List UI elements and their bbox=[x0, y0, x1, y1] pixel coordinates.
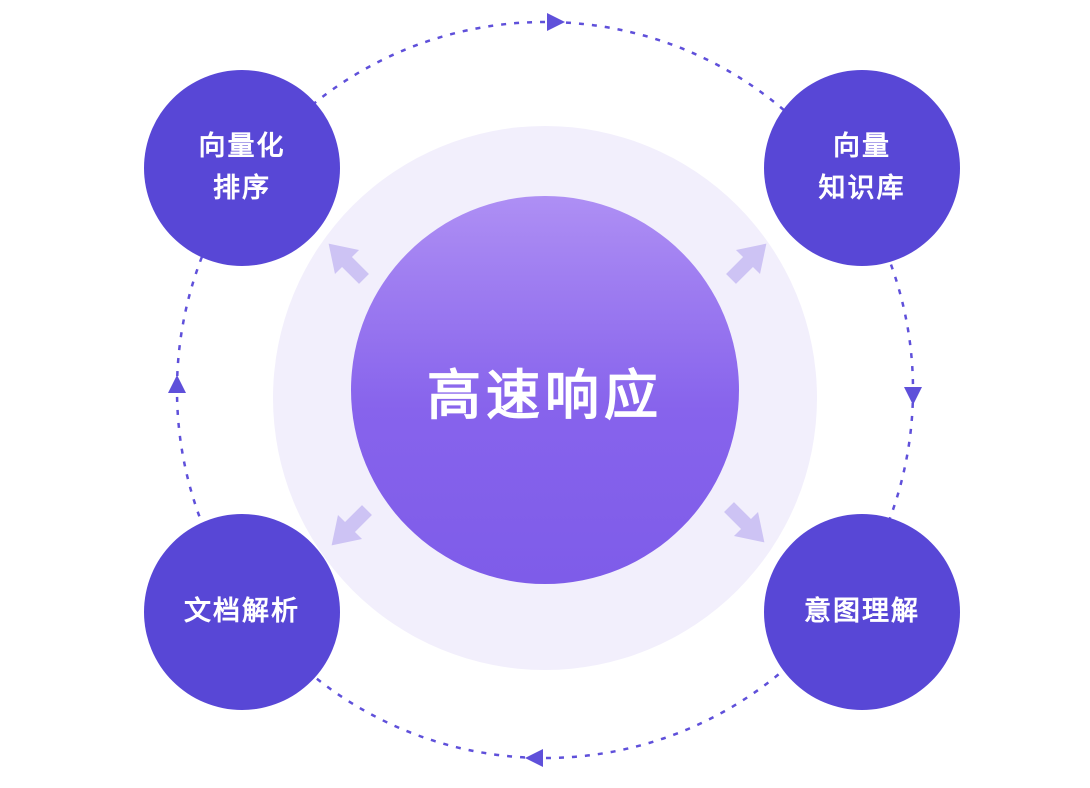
rotation-arrowhead-left-icon bbox=[168, 375, 186, 393]
center-node-label: 高速响应 bbox=[427, 363, 663, 427]
node-label-line: 意图理解 bbox=[804, 596, 920, 628]
rotation-arrowhead-top-icon bbox=[547, 13, 565, 31]
center-node: 高速响应 bbox=[351, 196, 739, 584]
node-label-line: 向量化 bbox=[198, 131, 286, 163]
rotation-arrowhead-bottom-icon bbox=[525, 749, 543, 767]
outward-arrow-bottom-right-icon bbox=[724, 502, 765, 543]
node-label-line: 文档解析 bbox=[184, 596, 300, 628]
node-intent-understanding: 意图理解 bbox=[764, 514, 960, 710]
outward-arrow-top-right-icon bbox=[726, 243, 767, 284]
outward-arrow-top-left-icon bbox=[328, 243, 369, 284]
rotation-arrowhead-right-icon bbox=[904, 387, 922, 405]
node-vectorize-ranking: 向量化 排序 bbox=[144, 70, 340, 266]
outward-arrow-bottom-left-icon bbox=[331, 505, 372, 546]
node-document-parsing: 文档解析 bbox=[144, 514, 340, 710]
node-label-line: 排序 bbox=[213, 173, 271, 204]
node-vector-knowledge-base: 向量 知识库 bbox=[764, 70, 960, 266]
node-label-line: 向量 bbox=[833, 131, 891, 163]
node-label-line: 知识库 bbox=[818, 173, 906, 204]
